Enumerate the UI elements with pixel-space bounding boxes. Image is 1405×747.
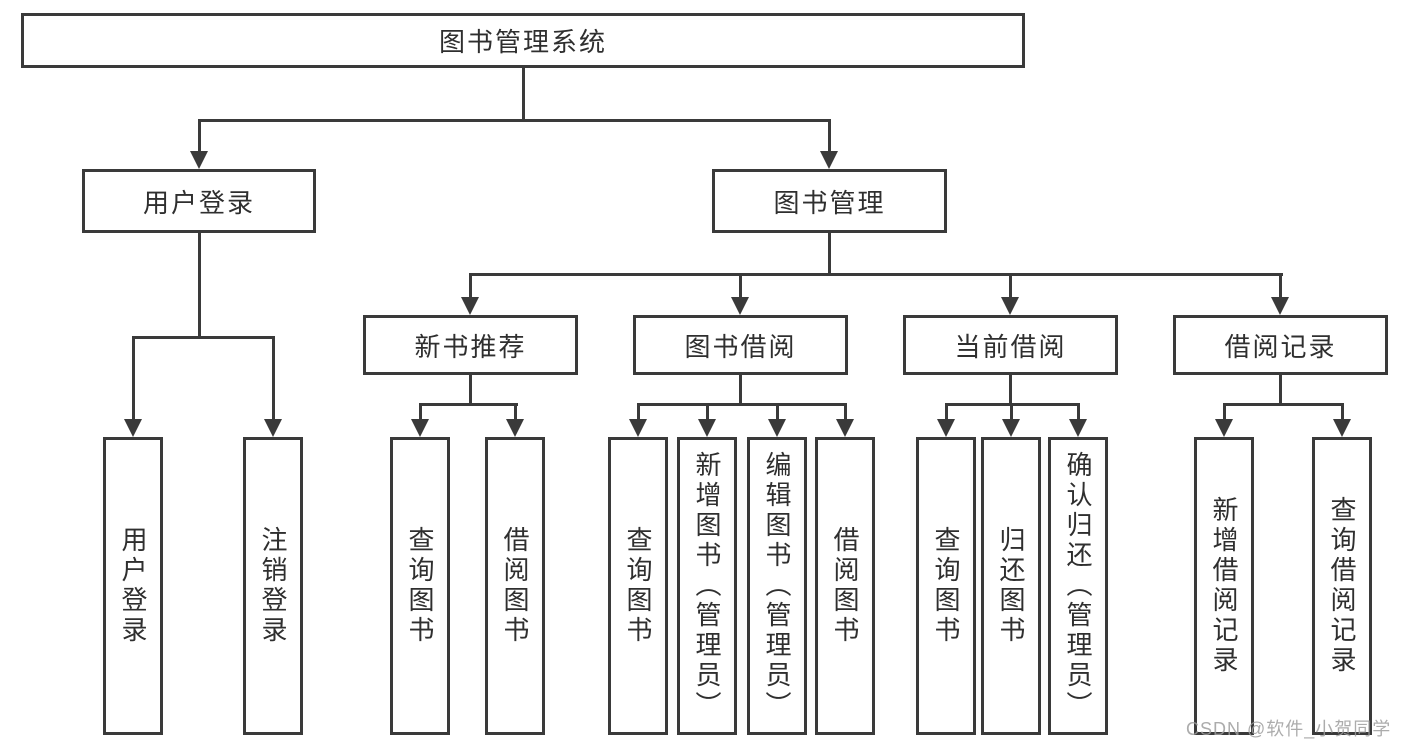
leaf-label: 借阅图书 [500, 526, 530, 646]
connector-recommendation-bar [418, 403, 518, 406]
arrow-to-leaf-query-borrow-record [1333, 403, 1351, 437]
leaf-add-books-admin: 新增图书（管理员） [677, 437, 737, 735]
leaf-label: 查询借阅记录 [1327, 496, 1357, 676]
node-label: 图书借阅 [684, 331, 797, 362]
connector-recommendation-stem [468, 375, 472, 406]
node-label: 用户登录 [142, 187, 255, 218]
arrow-to-book-management [820, 119, 838, 169]
connector-records-bar [1222, 403, 1344, 406]
watermark: CSDN @软件_小贺同学 [1186, 719, 1392, 739]
arrow-to-leaf-return-books [1002, 403, 1020, 437]
node-book-management: 图书管理 [712, 169, 947, 233]
connector-book-management-bar [468, 273, 1283, 276]
node-new-book-recommendation: 新书推荐 [363, 315, 578, 375]
connector-book-management-stem [827, 233, 831, 276]
node-label: 图书管理系统 [438, 27, 607, 57]
node-label: 新书推荐 [414, 331, 527, 362]
arrow-to-leaf-query-books-2 [629, 403, 647, 437]
arrow-to-leaf-confirm-return [1069, 403, 1087, 437]
leaf-query-books-2: 查询图书 [608, 437, 668, 735]
leaf-label: 新增图书（管理员） [692, 451, 722, 721]
node-current-borrowing: 当前借阅 [903, 315, 1118, 375]
leaf-borrow-books-1: 借阅图书 [485, 437, 545, 735]
arrow-to-borrowing-records [1271, 273, 1289, 315]
leaf-query-books-1: 查询图书 [390, 437, 450, 735]
leaf-label: 注销登录 [258, 526, 288, 646]
node-label: 图书管理 [773, 187, 886, 218]
connector-borrowing-stem [738, 375, 742, 406]
connector-user-login-bar [131, 336, 275, 339]
leaf-logout: 注销登录 [243, 437, 303, 735]
leaf-label: 用户登录 [118, 526, 148, 646]
node-book-borrowing: 图书借阅 [633, 315, 848, 375]
leaf-query-borrow-record: 查询借阅记录 [1312, 437, 1372, 735]
connector-current-stem [1008, 375, 1012, 406]
node-label: 当前借阅 [954, 331, 1067, 362]
arrow-to-leaf-query-books-1 [411, 403, 429, 437]
arrow-to-leaf-add-books-admin [698, 403, 716, 437]
arrow-to-leaf-user-login [124, 336, 142, 437]
arrow-to-user-login [190, 119, 208, 169]
leaf-query-books-3: 查询图书 [916, 437, 976, 735]
connector-borrowing-bar [636, 403, 847, 406]
node-borrowing-records: 借阅记录 [1173, 315, 1388, 375]
node-label: 借阅记录 [1224, 331, 1337, 362]
leaf-return-books: 归还图书 [981, 437, 1041, 735]
connector-root-bar [197, 119, 831, 122]
leaf-label: 查询图书 [931, 526, 961, 646]
arrow-to-leaf-borrow-books-2 [836, 403, 854, 437]
arrow-to-leaf-add-borrow-record [1215, 403, 1233, 437]
leaf-label: 借阅图书 [830, 526, 860, 646]
connector-root-stem [521, 68, 525, 122]
arrow-to-new-book-recommendation [461, 273, 479, 315]
connector-user-login-stem [197, 233, 201, 339]
leaf-edit-books-admin: 编辑图书（管理员） [747, 437, 807, 735]
node-library-management-system: 图书管理系统 [21, 13, 1025, 68]
leaf-add-borrow-record: 新增借阅记录 [1194, 437, 1254, 735]
arrow-to-book-borrowing [731, 273, 749, 315]
leaf-label: 确认归还（管理员） [1063, 451, 1093, 721]
arrow-to-leaf-logout [264, 336, 282, 437]
leaf-label: 归还图书 [996, 526, 1026, 646]
leaf-label: 编辑图书（管理员） [762, 451, 792, 721]
arrow-to-leaf-query-books-3 [937, 403, 955, 437]
node-user-login: 用户登录 [82, 169, 316, 233]
leaf-borrow-books-2: 借阅图书 [815, 437, 875, 735]
leaf-label: 新增借阅记录 [1209, 496, 1239, 676]
connector-records-stem [1278, 375, 1282, 406]
leaf-confirm-return-admin: 确认归还（管理员） [1048, 437, 1108, 735]
arrow-to-current-borrowing [1001, 273, 1019, 315]
leaf-user-login: 用户登录 [103, 437, 163, 735]
leaf-label: 查询图书 [623, 526, 653, 646]
leaf-label: 查询图书 [405, 526, 435, 646]
arrow-to-leaf-borrow-books-1 [506, 403, 524, 437]
arrow-to-leaf-edit-books-admin [768, 403, 786, 437]
